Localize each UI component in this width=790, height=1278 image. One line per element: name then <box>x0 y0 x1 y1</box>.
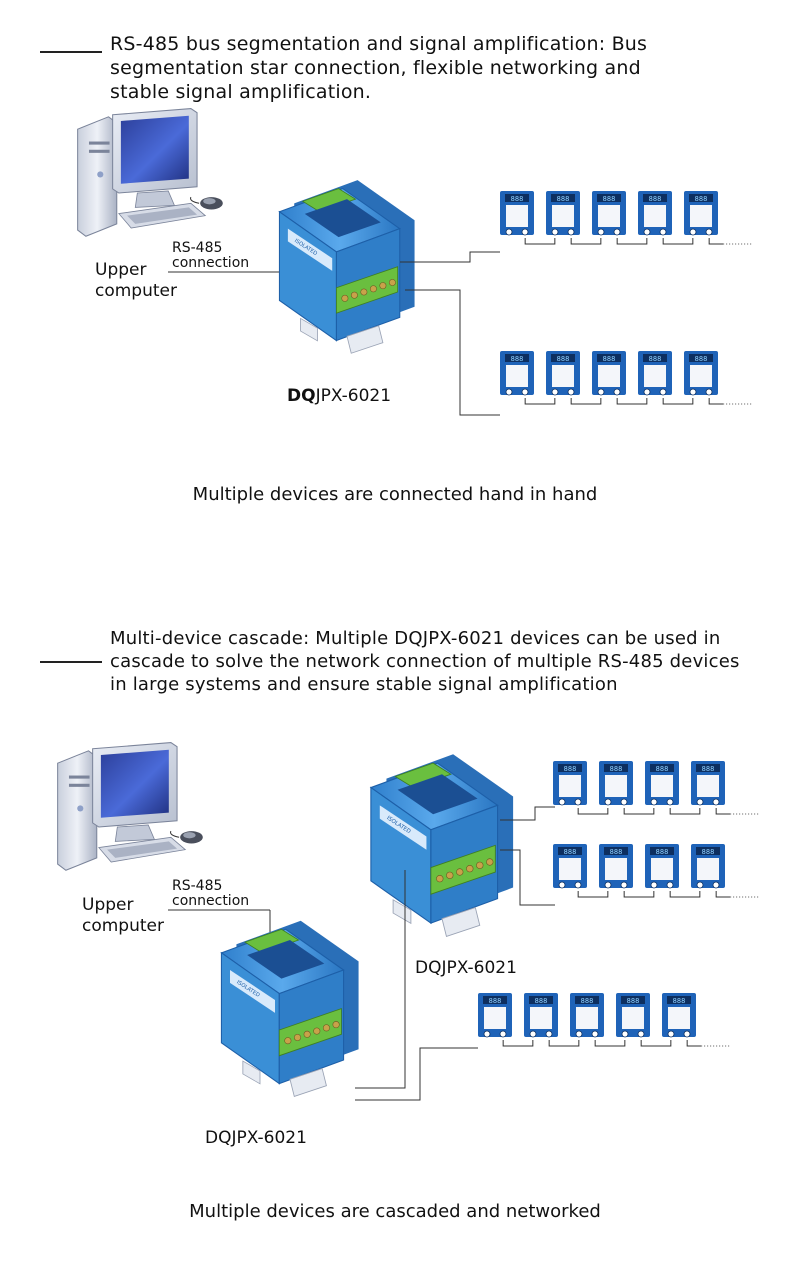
hub-1-icon <box>278 179 416 354</box>
section2-caption: Multiple devices are cascaded and networ… <box>189 1201 601 1222</box>
hub-2b-model-label: DQJPX-6021 <box>415 958 517 978</box>
chain-wire <box>616 398 648 405</box>
hub-2b-icon <box>370 753 514 938</box>
rs485-connection-label-1: RS-485 connection <box>172 241 249 271</box>
hub-1-model-label: DQJPX-6021 <box>287 386 391 406</box>
chain-wire <box>623 891 655 898</box>
chain-wire <box>570 398 602 405</box>
device-chain-2c <box>478 992 732 1047</box>
chain-wire <box>640 1040 672 1047</box>
rs485-device-icon <box>691 760 725 806</box>
rs485-device-icon <box>500 190 534 236</box>
rs485-device-icon <box>553 843 587 889</box>
section1-heading-line-1: RS-485 bus segmentation and signal ampli… <box>110 33 648 55</box>
rs485-device-icon <box>570 992 604 1038</box>
section2-heading-line-1: Multi-device cascade: Multiple DQJPX-602… <box>110 628 721 649</box>
device-chain-1b <box>500 350 754 405</box>
section2-rule <box>40 661 102 663</box>
cascade-link <box>355 870 406 1089</box>
chain-wire <box>524 398 556 405</box>
rs485-connection-label-2: RS-485 connection <box>172 879 249 909</box>
chain-wire <box>502 1040 534 1047</box>
hub-1-model-suffix: JPX-6021 <box>315 386 392 406</box>
rs485-label-2-line-2: connection <box>172 893 250 909</box>
rs485-device-icon <box>524 992 558 1038</box>
section1-heading: RS-485 bus segmentation and signal ampli… <box>110 32 647 104</box>
rs485-label-1-line-1: RS-485 <box>172 240 223 256</box>
section2-heading-line-2: cascade to solve the network connection … <box>110 651 740 672</box>
rs485-device-icon <box>553 760 587 806</box>
chain-wire <box>669 891 701 898</box>
section2-heading: Multi-device cascade: Multiple DQJPX-602… <box>110 627 740 696</box>
chain-wire <box>570 238 602 245</box>
hub-1-to-chain-a <box>400 251 500 263</box>
section1-heading-line-2: segmentation star connection, flexible n… <box>110 57 641 79</box>
section2-heading-line-3: in large systems and ensure stable signa… <box>110 674 618 695</box>
rs485-device-icon <box>592 190 626 236</box>
upper-computer-2-line-2: computer <box>82 916 164 936</box>
chain-wire <box>623 808 655 815</box>
rs485-device-icon <box>500 350 534 396</box>
chain-wire <box>594 1040 626 1047</box>
chain-wire <box>662 238 694 245</box>
chain-wire <box>524 238 556 245</box>
hub-2b-to-chain-b <box>500 849 555 906</box>
device-chain-2a <box>553 760 761 815</box>
device-chain-2b <box>553 843 761 898</box>
chain-wire <box>577 808 609 815</box>
hub-2b-to-chain-a <box>500 806 555 821</box>
upper-computer-1-line-1: Upper <box>95 260 147 280</box>
rs485-device-icon <box>616 992 650 1038</box>
section1-caption: Multiple devices are connected hand in h… <box>192 484 598 505</box>
chain-wire <box>548 1040 580 1047</box>
chain-wire <box>715 808 731 815</box>
hub-2a-to-chain <box>355 1047 478 1101</box>
chain-wire <box>577 891 609 898</box>
hub-2a-model-label: DQJPX-6021 <box>205 1128 307 1148</box>
chain-wire <box>708 238 724 245</box>
upper-computer-label-2: Upper computer <box>82 895 164 937</box>
upper-computer-1-line-2: computer <box>95 281 177 301</box>
section1-heading-line-3: stable signal amplification. <box>110 81 372 103</box>
rs485-device-icon <box>478 992 512 1038</box>
upper-computer-label-1: Upper computer <box>95 260 177 302</box>
rs485-label-1-line-2: connection <box>172 255 250 271</box>
rs485-device-icon <box>684 190 718 236</box>
hub-1-to-chain-b <box>405 289 500 416</box>
chain-wire <box>708 398 724 405</box>
hub-1-model-prefix: DQ <box>287 386 316 406</box>
rs485-device-icon <box>638 350 672 396</box>
rs485-device-icon <box>662 992 696 1038</box>
rs485-device-icon <box>546 350 580 396</box>
rs485-label-2-line-1: RS-485 <box>172 878 223 894</box>
device-chain-1a <box>500 190 754 245</box>
chain-wire <box>715 891 731 898</box>
rs485-device-icon <box>546 190 580 236</box>
chain-wire <box>616 238 648 245</box>
chain-wire <box>686 1040 702 1047</box>
rs485-device-icon <box>684 350 718 396</box>
rs485-device-icon <box>638 190 672 236</box>
hub-2a-icon <box>220 920 360 1097</box>
upper-computer-2-line-1: Upper <box>82 895 134 915</box>
rs485-device-icon <box>592 350 626 396</box>
chain-wire <box>669 808 701 815</box>
rs485-device-icon <box>599 760 633 806</box>
chain-wire <box>662 398 694 405</box>
rs485-device-icon <box>691 843 725 889</box>
rs485-device-icon <box>645 760 679 806</box>
upper-computer-2-icon <box>57 742 204 871</box>
rs485-device-icon <box>599 843 633 889</box>
section1-rule <box>40 51 102 53</box>
rs485-device-icon <box>645 843 679 889</box>
upper-computer-1-icon <box>77 108 224 237</box>
